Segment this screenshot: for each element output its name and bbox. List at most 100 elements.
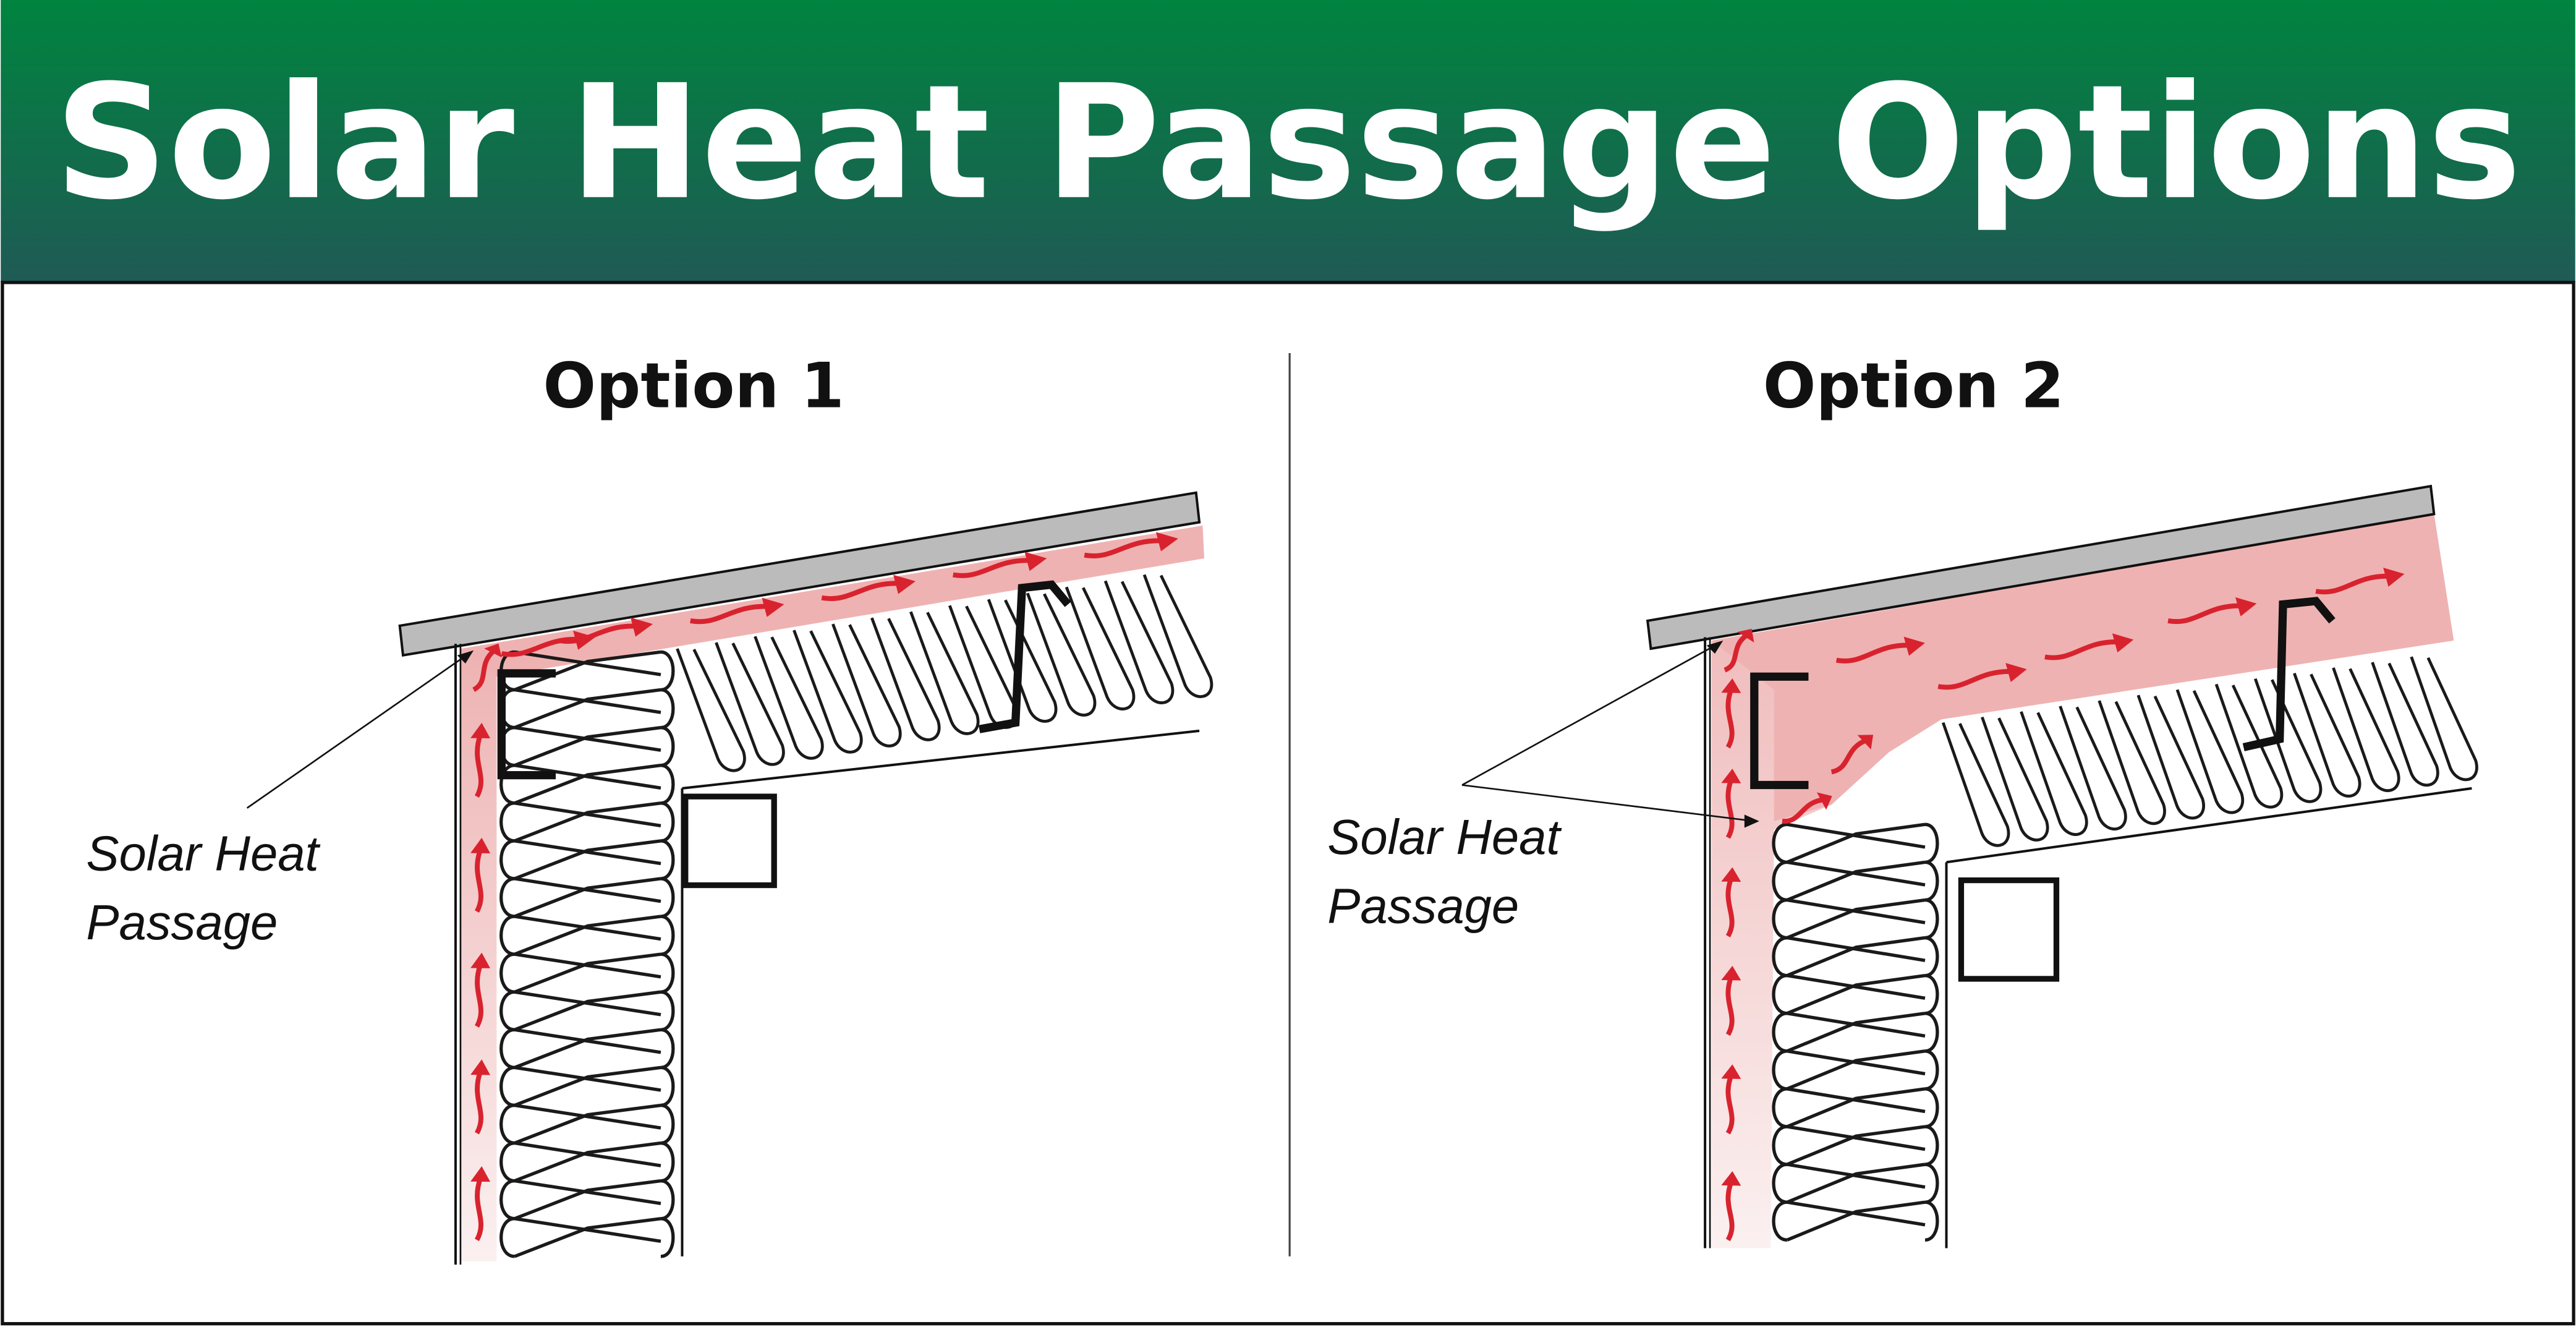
insulation-loop: [1772, 898, 1939, 940]
callout-arrowhead: [1744, 814, 1759, 828]
heat-arrow: [1721, 1064, 1741, 1135]
arrow-shaft: [1782, 797, 1825, 824]
arrow-shaft: [952, 558, 1033, 578]
arrowhead-icon: [470, 1059, 491, 1075]
arrowhead-icon: [1721, 1171, 1741, 1186]
insulation-loop: [2332, 667, 2400, 792]
arrow-shaft: [474, 848, 483, 913]
arrowhead-icon: [1903, 636, 1925, 656]
z-girt: [978, 580, 1071, 733]
arrow-shaft: [1725, 778, 1735, 839]
arrowhead-icon: [1816, 792, 1832, 810]
heat-arrow: [1721, 965, 1741, 1036]
heat-arrows: [470, 532, 1178, 1242]
insulation-loop: [1772, 1200, 1939, 1242]
arrowhead-icon: [1155, 532, 1178, 552]
insulation-loop: [1026, 592, 1097, 717]
roof-insulation: [1941, 656, 2478, 847]
insulation-loop: [831, 623, 902, 748]
insulation-loop: [1772, 936, 1939, 978]
insulation-loop: [2059, 706, 2127, 831]
arrowhead-icon: [1721, 867, 1741, 882]
heat-arrow: [2167, 597, 2257, 625]
insulation-loop: [2410, 656, 2478, 782]
arrow-shaft: [474, 733, 483, 798]
option-1-callout-line2: Passage: [86, 895, 278, 950]
insulation-loop: [1981, 716, 2049, 842]
arrowhead-icon: [2383, 568, 2405, 587]
heat-arrow: [821, 574, 916, 601]
heat-arrow: [1835, 636, 1925, 664]
callout-arrowhead: [1706, 640, 1724, 654]
arrowhead-icon: [2005, 663, 2027, 682]
arrowhead-icon: [1857, 735, 1874, 750]
insulation-batt: [1941, 656, 2478, 847]
insulation-loop: [1142, 574, 1214, 698]
insulation-loop: [1772, 822, 1939, 864]
interior-line: [1945, 787, 2472, 1248]
insulation-loop: [499, 1217, 675, 1258]
heat-arrow: [470, 952, 491, 1028]
insulation-loop: [870, 617, 941, 741]
arrow-shaft: [1725, 1180, 1735, 1242]
insulation-loop: [2020, 711, 2088, 836]
content-border: [1, 281, 2575, 1326]
arrow-shaft: [1830, 738, 1868, 775]
option-1-diagram: Solar Heat Passage: [86, 491, 1214, 1265]
option-1-title: Option 1: [543, 349, 844, 422]
heat-arrow: [1830, 735, 1874, 775]
arrow-shaft: [474, 1176, 483, 1242]
arrow-shaft: [558, 623, 639, 644]
insulation-loop: [793, 629, 863, 754]
insulation-loop: [1103, 580, 1175, 704]
arrowhead-icon: [1721, 965, 1741, 981]
insulation-loop: [1772, 860, 1939, 902]
heat-arrow: [1782, 792, 1832, 824]
heat-arrow: [952, 552, 1047, 578]
heat-arrow: [690, 597, 784, 625]
roof-panel: [398, 491, 1201, 657]
arrow-shaft: [2044, 639, 2120, 660]
arrow-shaft: [1725, 876, 1735, 937]
arrowhead-icon: [470, 722, 491, 739]
option-2-callout-line1: Solar Heat: [1327, 809, 1562, 864]
arrow-shaft: [2167, 603, 2244, 625]
wall-insulation: [499, 650, 675, 1258]
option-2-callout-line2: Passage: [1327, 879, 1519, 934]
arrow-shaft: [474, 963, 483, 1028]
insulation-loop: [499, 952, 675, 994]
heat-arrow: [472, 643, 502, 693]
insulation-loop: [1772, 1012, 1939, 1053]
heat-arrow: [470, 722, 491, 798]
callout-leader: [246, 652, 469, 809]
insulation-loop: [2136, 694, 2205, 820]
insulation-loop: [1772, 973, 1939, 1015]
arrowhead-icon: [470, 837, 491, 853]
heat-arrow: [1721, 867, 1741, 937]
c-channel: [497, 669, 556, 780]
heat-arrow: [1937, 663, 2027, 690]
insulation-loop: [499, 877, 675, 918]
insulation-loop: [948, 605, 1019, 729]
arrowhead-icon: [1721, 769, 1741, 783]
heat-arrow: [1724, 628, 1754, 673]
arrowhead-icon: [762, 597, 784, 617]
insulation-loop: [2293, 672, 2361, 798]
arrow-shaft: [1724, 633, 1749, 673]
insulation-loop: [499, 1141, 675, 1183]
arrowhead-icon: [1721, 1064, 1741, 1079]
heat-arrow: [1721, 678, 1741, 749]
insulation-loop: [499, 915, 675, 956]
heat-arrows: [1721, 568, 2405, 1242]
heat-arrow: [1721, 1171, 1741, 1242]
arrow-shaft: [821, 581, 902, 601]
wall-insulation: [1772, 822, 1939, 1242]
option-2-diagram: Solar Heat Passage: [1327, 484, 2478, 1248]
heat-arrow: [470, 1166, 491, 1242]
header-banner: [1, 0, 2575, 283]
arrowhead-icon: [2235, 597, 2257, 617]
insulation-batt: [676, 574, 1214, 772]
insulation-loop: [1772, 1163, 1939, 1204]
insulation-loop: [499, 1065, 675, 1107]
arrowhead-icon: [631, 617, 653, 637]
